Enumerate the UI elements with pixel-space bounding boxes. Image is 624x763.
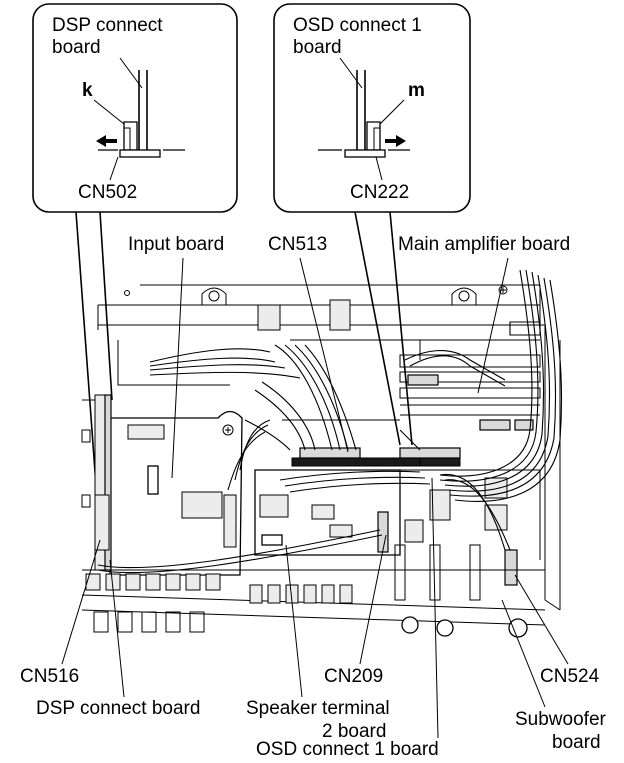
wire-bundles — [97, 269, 563, 574]
input-board — [109, 410, 243, 576]
marker-k: k — [82, 80, 93, 101]
callout-right-title-line2: board — [293, 37, 342, 58]
callout-osd-connect-detail: OSD connect 1 board m CN222 — [273, 3, 471, 213]
label-main-amplifier-board: Main amplifier board — [398, 234, 570, 255]
callout-right-title-line1: OSD connect 1 — [293, 15, 422, 36]
label-cn513: CN513 — [268, 234, 327, 255]
dsp-connect-board — [94, 394, 112, 571]
component-labels: Input board CN513 Main amplifier board C… — [20, 234, 607, 760]
callout-left-title-line1: DSP connect — [52, 15, 163, 36]
label-cn524: CN524 — [540, 666, 600, 687]
label-cn502: CN502 — [78, 182, 137, 203]
label-speaker-terminal-line1: Speaker terminal — [246, 698, 390, 719]
label-subwoofer-line1: Subwoofer — [515, 709, 607, 730]
callout-frame-left — [32, 3, 238, 213]
label-cn516: CN516 — [20, 666, 79, 687]
label-cn209: CN209 — [324, 666, 383, 687]
connector-strip-cn513 — [291, 457, 421, 467]
marker-m: m — [408, 80, 425, 101]
callout-frame-right — [273, 3, 471, 213]
chassis-illustration — [81, 269, 563, 638]
callout-dsp-connect-detail: DSP connect board k CN502 — [32, 3, 238, 213]
label-cn222: CN222 — [350, 182, 409, 203]
label-osd-connect-1-board: OSD connect 1 board — [256, 739, 439, 760]
mount-tab-left — [201, 287, 227, 305]
mount-tab-right — [451, 287, 477, 305]
label-input-board: Input board — [128, 234, 224, 255]
speaker-terminal-board — [254, 469, 401, 556]
label-speaker-terminal-line2: 2 board — [322, 721, 386, 742]
label-subwoofer-line2: board — [552, 732, 601, 753]
front-jacks-row — [81, 544, 546, 638]
label-dsp-connect-board: DSP connect board — [36, 698, 200, 719]
callout-left-title-line2: board — [52, 37, 101, 58]
arrow-right-icon — [385, 135, 406, 147]
arrow-left-icon — [96, 135, 117, 147]
leader-right-board — [339, 57, 363, 89]
